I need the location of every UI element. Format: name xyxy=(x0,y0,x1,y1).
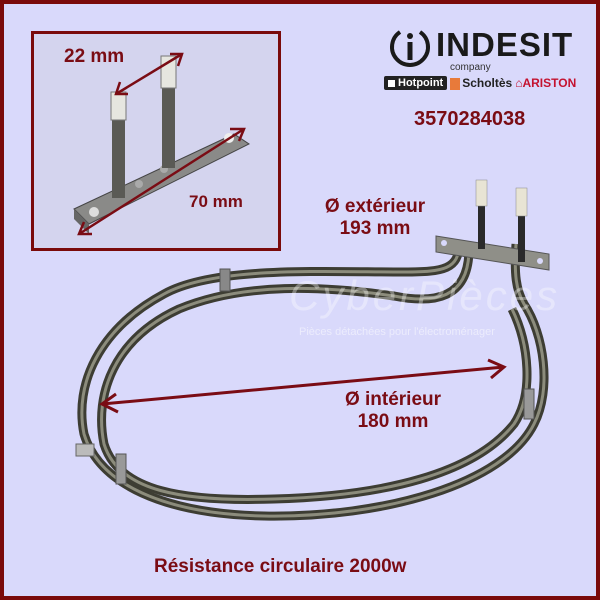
indesit-power-i-icon xyxy=(390,30,430,67)
part-reference: 3570284038 xyxy=(414,108,526,130)
interior-diameter-value: 180 mm xyxy=(357,411,429,432)
ariston-logo: ⌂ARISTON xyxy=(515,76,577,90)
product-title: Résistance circulaire 2000w xyxy=(154,556,407,577)
exterior-diameter-label: Ø extérieur xyxy=(324,196,426,217)
brand-subtitle: company xyxy=(450,62,491,73)
exterior-diameter-value: 193 mm xyxy=(339,218,411,239)
brand-name: INDESIT xyxy=(436,26,574,63)
hotpoint-logo: Hotpoint xyxy=(384,76,448,90)
interior-diameter-label: Ø intérieur xyxy=(344,389,442,410)
interior-diameter: Ø intérieur 180 mm xyxy=(322,389,464,433)
heating-element-illustration xyxy=(75,179,550,521)
brand-logo: INDESIT company Hotpoint Scholtès ⌂ARIST… xyxy=(384,22,594,102)
watermark-tagline: Pièces détachées pour l'électroménager xyxy=(299,326,495,338)
exterior-diameter: Ø extérieur 193 mm xyxy=(304,196,446,240)
scholtes-logo: Scholtès xyxy=(450,76,512,90)
sub-brands: Hotpoint Scholtès ⌂ARISTON xyxy=(384,76,576,90)
terminal-bracket-illustration xyxy=(73,52,250,236)
terminal-spacing-label: 22 mm xyxy=(64,46,125,67)
terminal-detail-inset: 22 mm 70 mm xyxy=(31,31,281,251)
watermark-logo: CyberPièces xyxy=(289,272,561,319)
bracket-length-label: 70 mm xyxy=(189,192,243,211)
